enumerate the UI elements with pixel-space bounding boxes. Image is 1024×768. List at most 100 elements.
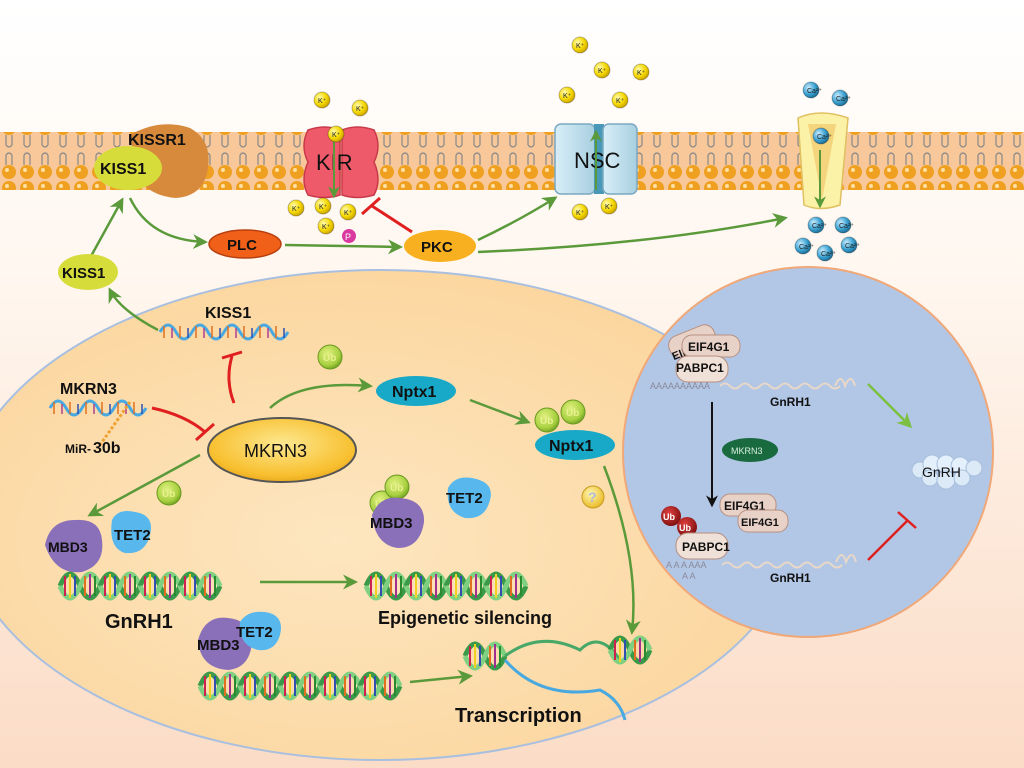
kiss1-mrna-label: KISS1: [205, 305, 251, 322]
arrow-receptor-to-plc: [128, 197, 208, 250]
potassium-ion-icon-label: K⁺: [637, 70, 646, 77]
calcium-ion-icon: Ca²⁺: [840, 236, 860, 254]
nptx1-ubiquitinated: Nptx1: [535, 430, 615, 460]
pabpc1-bottom-label: PABPC1: [682, 540, 730, 554]
ubiquitin-icon: Ub: [156, 480, 182, 506]
calcium-ion-icon-label: Ca²⁺: [817, 134, 832, 141]
arrow-plc-to-pkc: [284, 239, 403, 255]
kissr1-label: KISSR1: [128, 132, 186, 149]
potassium-ion-icon-label: K⁺: [322, 224, 331, 231]
potassium-ion-icon-label: K⁺: [563, 93, 572, 100]
ubiquitin-icon: Ub: [384, 474, 410, 500]
mbd3-ub-label: MBD3: [370, 515, 413, 532]
potassium-ion-icon-label: K⁺: [332, 132, 341, 139]
inhibit-degradation-to-gnrh: [867, 519, 909, 561]
potassium-ion-icon-label: K⁺: [576, 43, 585, 50]
mbd3-upper-label: MBD3: [48, 539, 88, 555]
arrow-nptx1-to-transcription: [602, 465, 641, 635]
ubiquitin-label: Ub: [540, 416, 553, 427]
ubiquitin-icon: Ub: [560, 399, 586, 425]
potassium-ion-icon: K⁺: [314, 197, 332, 215]
mbd3-lower-label: MBD3: [197, 637, 240, 654]
calcium-ion-icon: Ca²⁺: [834, 216, 854, 234]
calcium-ion-icon: Ca²⁺: [794, 237, 814, 255]
potassium-ion-icon: K⁺: [313, 91, 331, 109]
calcium-ion-icon-label: Ca²⁺: [839, 223, 854, 230]
potassium-ion-icon-label: K⁺: [616, 98, 625, 105]
nptx1-label: Nptx1: [392, 384, 437, 401]
arrow-pkc-to-nsc: [477, 196, 558, 242]
arrow-pkc-to-calcium-channel: [477, 212, 788, 254]
epigenetic-silencing-label: Epigenetic silencing: [378, 608, 552, 628]
kiss1-bound-ligand: KISS1: [94, 146, 162, 190]
calcium-ion-icon-label: Ca²⁺: [845, 243, 860, 250]
ubiquitin-red-b: Ub: [677, 517, 697, 537]
arrow-translation-to-gnrh: [867, 383, 913, 429]
mkrn3-protein-label: MKRN3: [244, 441, 307, 461]
calcium-ion-icon-label: Ca²⁺: [799, 244, 814, 251]
inhibit-pkc-to-kir: [371, 204, 413, 234]
nptx1-ub-label: Nptx1: [549, 438, 594, 455]
ubiquitin-label: Ub: [390, 483, 403, 494]
polya-bottom-2-label: A A: [682, 571, 696, 581]
plc-node: PLC: [208, 229, 282, 259]
transcription-bubble: [465, 638, 650, 721]
potassium-ion-icon: K⁺: [571, 203, 589, 221]
gnrh1-bottom-label: GnRH1: [770, 571, 811, 585]
calcium-ion-icon-label: Ca²⁺: [836, 96, 851, 103]
gnrh-peptide-label: GnRH: [922, 464, 961, 480]
translation-complex-top: EIF4G1 EIF4G1 PABPC1: [668, 324, 741, 383]
phosphate-icon: P: [342, 229, 356, 243]
pkc-label: PKC: [421, 239, 453, 256]
kiss1-secreted: KISS1: [58, 254, 118, 290]
polya-top-label: AAAAAAAAAA: [650, 381, 710, 391]
tet2-upper-label: TET2: [114, 527, 151, 544]
potassium-ion-icon-label: K⁺: [605, 204, 614, 211]
mkrn3-nuclear: MKRN3: [722, 438, 778, 462]
inhibit-bar-gnrh: [897, 511, 917, 529]
potassium-ion-icon: K⁺: [600, 197, 618, 215]
kiss1-mrna: KISS1: [158, 305, 290, 341]
unknown-mechanism-icon: ?: [581, 485, 605, 509]
potassium-ion-icon-label: K⁺: [318, 98, 327, 105]
ubiquitin-label: Ub: [162, 489, 175, 500]
polya-bottom-1-label: A A A AAA: [666, 560, 707, 570]
phosphate-label: P: [345, 232, 351, 242]
gnrh1-mrna-bottom: [721, 554, 857, 569]
ub-red-a-label: Ub: [663, 512, 675, 522]
ub-red-b-label: Ub: [679, 523, 691, 533]
potassium-ion-icon: K⁺: [611, 91, 629, 109]
calcium-ion-icon-label: Ca²⁺: [807, 88, 822, 95]
calcium-ion-icon: Ca²⁺: [802, 81, 822, 99]
mkrn3-mrna-label: MKRN3: [60, 381, 117, 398]
arrow-kiss1-to-receptor: [88, 197, 124, 259]
tet2-lower-label: TET2: [236, 624, 273, 641]
potassium-ion-icon-label: K⁺: [344, 210, 353, 217]
gnrh1-gene-label: GnRH1: [105, 611, 173, 633]
plc-label: PLC: [227, 237, 257, 254]
potassium-ion-icon: K⁺: [593, 61, 611, 79]
gnrh1-mrna-top: [719, 378, 856, 390]
calcium-ion-icon: Ca²⁺: [807, 216, 827, 234]
arrow-nptx1-to-ubiquitinated: [469, 398, 531, 425]
mbd3-ubiquitinated: MBD3: [370, 497, 425, 548]
pabpc1-top-label: PABPC1: [676, 361, 724, 375]
mbd3-complex-upper: MBD3: [45, 519, 103, 573]
potassium-ion-icon: K⁺: [317, 217, 335, 235]
calcium-ion-icon: Ca²⁺: [812, 127, 832, 145]
inhibit-bar-mkrn3: [195, 422, 215, 442]
eif4g1-d-label: EIF4G1: [741, 517, 779, 529]
potassium-ion-icon-label: K⁺: [356, 106, 365, 113]
mir30b-prefix-label: MiR-: [65, 442, 91, 456]
pkc-node: PKC: [404, 230, 476, 262]
ubiquitin-icon: Ub: [534, 407, 560, 433]
mkrn3-mrna: MKRN3 MiR- 30b: [48, 381, 148, 457]
potassium-ion-icon-label: K⁺: [292, 206, 301, 213]
inhibit-bar-kir: [361, 196, 381, 216]
potassium-ion-icon-label: K⁺: [319, 204, 328, 211]
inhibit-bar-kiss1: [221, 350, 243, 360]
inhibit-mir30b-to-mkrn3: [151, 406, 206, 434]
question-mark-label: ?: [588, 489, 597, 505]
calcium-ion-icon: Ca²⁺: [831, 89, 851, 107]
